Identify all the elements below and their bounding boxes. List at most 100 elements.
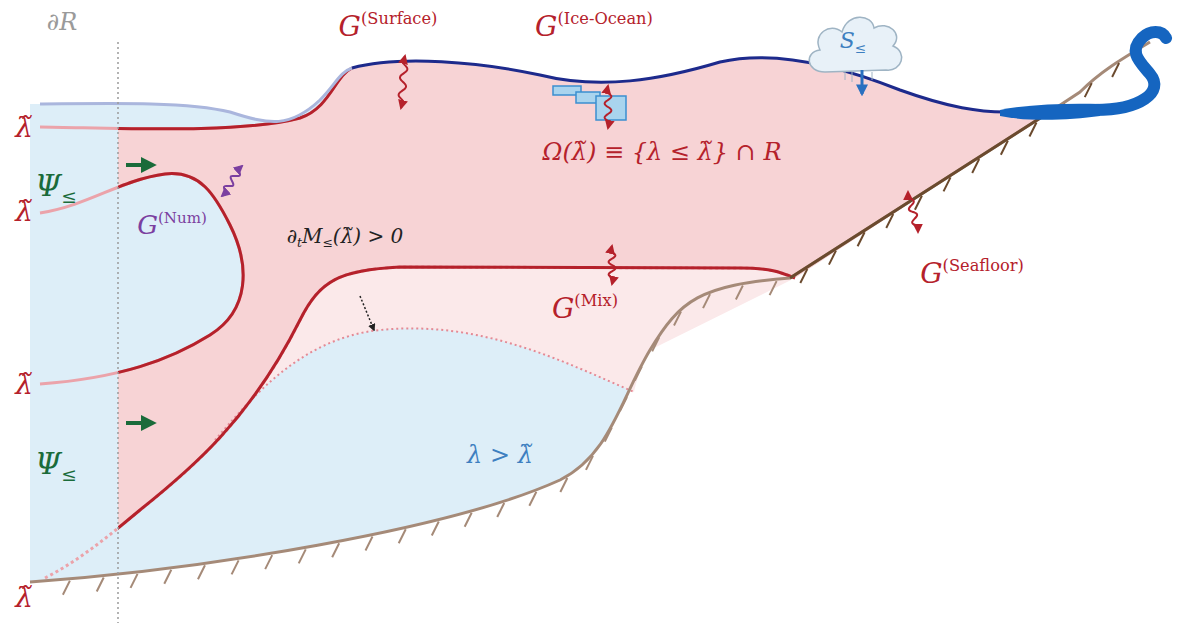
region-label: λ > λ̃: [467, 442, 533, 468]
text-part: (Num): [158, 209, 207, 227]
text-part: G: [920, 257, 942, 290]
displacement-arrow: [360, 296, 374, 330]
hatch-mark: [164, 570, 171, 584]
text-part: ≤: [322, 235, 332, 250]
hatch-mark: [198, 565, 205, 579]
hatch-mark: [529, 492, 536, 506]
text-part: (Mix): [574, 291, 618, 310]
hatch-mark: [399, 529, 406, 543]
hatch-mark: [497, 503, 504, 517]
hatch-mark: [605, 428, 612, 442]
hatch-mark: [620, 397, 627, 411]
hatch-mark: [365, 537, 372, 551]
sea-surface: [352, 58, 1005, 112]
hatch-mark: [635, 367, 642, 381]
hatch-mark: [829, 251, 836, 265]
text-part: ≤: [61, 464, 77, 485]
flux-label: G(Mix): [552, 292, 618, 325]
former-isosurface: [215, 328, 634, 440]
hatch-mark: [465, 513, 472, 527]
isosurface: [118, 68, 795, 578]
hatch-mark: [736, 286, 743, 300]
hatch-mark: [915, 196, 922, 210]
hatch-mark: [332, 543, 339, 557]
seafloor: [790, 115, 1045, 278]
text-part: M: [302, 224, 322, 248]
text-part: λ̃: [15, 195, 33, 228]
source-label: S≤: [840, 29, 867, 56]
isosurface-label: λ̃: [15, 583, 33, 614]
rain-lines: [845, 72, 872, 82]
boundary-label: ∂R: [47, 9, 77, 35]
text-part: (Surface): [361, 9, 437, 28]
hatch-mark: [1085, 83, 1092, 97]
hatch-mark: [232, 560, 239, 574]
flux-arrow: [907, 192, 919, 232]
hatch-mark: [652, 337, 659, 351]
transport-arrow: [126, 421, 152, 425]
hatch-mark: [1112, 63, 1119, 77]
hatch-mark: [800, 269, 807, 283]
hatch-mark: [97, 578, 104, 592]
tendency-label: ∂tM≤(λ̃) > 0: [287, 225, 404, 250]
text-part: S: [840, 28, 855, 53]
ice-shelf: [1000, 104, 1100, 120]
precipitation-arrow: [861, 70, 864, 94]
hatch-mark: [63, 581, 70, 595]
flux-arrow: [399, 56, 408, 108]
text-part: λ̃: [15, 368, 33, 401]
text-part: G: [339, 10, 361, 43]
hatch-mark: [703, 294, 710, 308]
hatch-mark: [560, 478, 567, 492]
text-part: ≤: [855, 39, 866, 55]
isosurface-label: λ̃: [15, 197, 33, 228]
text-part: ≤: [61, 186, 77, 207]
flux-arrow: [605, 86, 612, 128]
transport-label: Ψ≤: [35, 447, 77, 485]
text-part: G: [552, 292, 574, 325]
isosurface-pale: [40, 68, 795, 578]
flux-arrows: [222, 56, 919, 284]
text-part: ∂: [287, 224, 297, 248]
ocean-water: [30, 58, 1045, 582]
seafloor: [30, 42, 1150, 582]
hatch-mark: [770, 281, 777, 295]
hatch-mark: [858, 232, 865, 246]
hatch-mark: [1029, 122, 1036, 136]
text-part: Ψ: [35, 446, 61, 481]
water-mass-region: [118, 58, 1045, 578]
hatch-mark: [674, 311, 681, 325]
ice-blocks: [553, 86, 626, 120]
flux-label: G(Ice-Ocean): [535, 10, 653, 43]
seafloor-hatching: [63, 63, 1119, 595]
hatch-mark: [1001, 141, 1008, 155]
text-part: G: [535, 10, 557, 43]
glacier: [1095, 32, 1166, 110]
flux-label: G(Seafloor): [920, 257, 1024, 290]
text-part: (Seafloor): [943, 256, 1024, 275]
region-boundary: [117, 42, 119, 623]
flux-arrow: [609, 246, 616, 284]
hatch-mark: [944, 177, 951, 191]
hatch-mark: [299, 549, 306, 563]
hatch-mark: [131, 574, 138, 588]
isosurface-label: λ̃: [15, 370, 33, 401]
text-part: t: [297, 235, 302, 250]
transport-arrow: [126, 163, 152, 167]
hatch-mark: [972, 159, 979, 173]
hatch-mark: [265, 555, 272, 569]
flux-arrow: [222, 166, 242, 196]
cloud: [809, 17, 901, 72]
sea-surface: [40, 68, 352, 122]
flux-label: G(Surface): [339, 10, 438, 43]
isosurface-label: λ̃: [15, 113, 33, 144]
text-part: G: [137, 210, 158, 240]
text-part: λ̃: [15, 111, 33, 144]
text-part: Ω(λ̃) ≡ {λ ≤ λ̃} ∩ R: [543, 138, 782, 166]
text-part: ∂R: [47, 8, 77, 36]
text-part: λ > λ̃: [467, 441, 533, 469]
region-label: Ω(λ̃) ≡ {λ ≤ λ̃} ∩ R: [543, 139, 782, 165]
text-part: (Ice-Ocean): [557, 9, 652, 28]
